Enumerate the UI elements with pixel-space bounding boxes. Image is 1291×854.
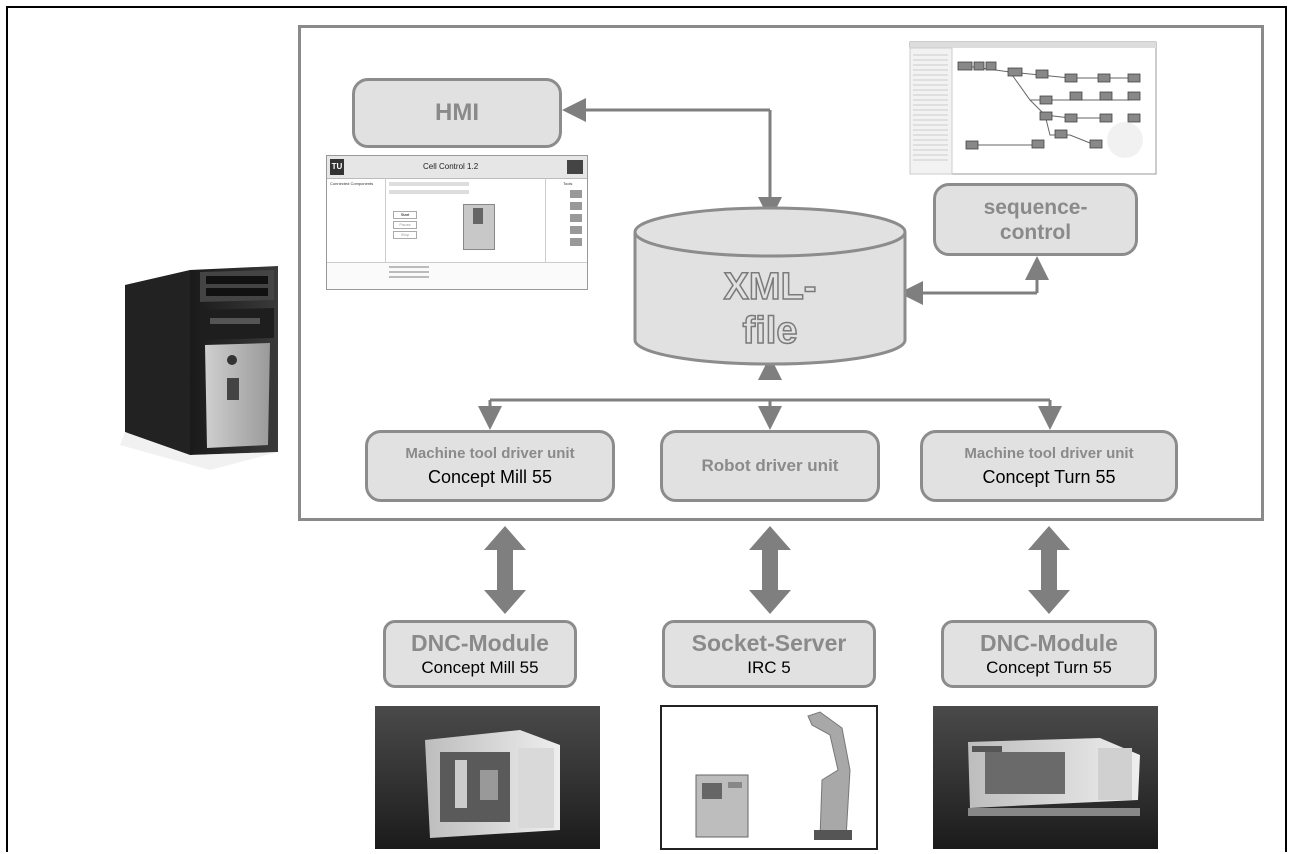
outer-frame <box>6 6 1287 852</box>
dnc-module-mill: DNC-Module Concept Mill 55 <box>383 620 577 688</box>
xml-file-line2: file <box>742 309 798 353</box>
dnc-module-turn-name: Concept Turn 55 <box>986 658 1112 677</box>
driver-unit-turn-name: Concept Turn 55 <box>982 467 1116 487</box>
driver-unit-mill-name: Concept Mill 55 <box>427 467 553 487</box>
driver-unit-robot: Robot driver unit <box>660 430 880 502</box>
hmi-screenshot: TU Cell Control 1.2 Connected Components… <box>326 155 588 290</box>
xml-file-label: XML- file <box>635 265 905 353</box>
dnc-module-turn-title: DNC-Module <box>980 630 1118 656</box>
driver-unit-turn-title: Machine tool driver unit <box>964 445 1134 462</box>
driver-unit-robot-title: Robot driver unit <box>701 456 839 475</box>
hmi-box: HMI <box>352 78 562 148</box>
hmi-screenshot-logo: TU <box>330 159 344 175</box>
hmi-screenshot-panel-right: Tools <box>563 181 573 186</box>
hmi-label: HMI <box>435 99 479 126</box>
hmi-screenshot-button-pause: Pause <box>393 221 417 229</box>
hmi-screenshot-button-start: Start <box>393 211 417 219</box>
dnc-module-turn: DNC-Module Concept Turn 55 <box>941 620 1157 688</box>
xml-file-line1: XML- <box>723 265 817 309</box>
driver-unit-turn: Machine tool driver unit Concept Turn 55 <box>920 430 1178 502</box>
socket-server-name: IRC 5 <box>747 658 791 677</box>
socket-server-title: Socket-Server <box>691 630 847 656</box>
sequence-control-box: sequence- control <box>933 183 1138 256</box>
socket-server-robot: Socket-Server IRC 5 <box>662 620 876 688</box>
dnc-module-mill-title: DNC-Module <box>411 630 549 656</box>
driver-unit-mill-title: Machine tool driver unit <box>405 445 575 462</box>
hmi-screenshot-panel-left: Connected Components <box>330 181 374 186</box>
hmi-screenshot-button-stop: Stop <box>393 231 417 239</box>
driver-unit-mill: Machine tool driver unit Concept Mill 55 <box>365 430 615 502</box>
sequence-control-line1: sequence- <box>983 195 1088 219</box>
sequence-control-line2: control <box>999 220 1072 244</box>
dnc-module-mill-name: Concept Mill 55 <box>421 658 539 677</box>
hmi-screenshot-title: Cell Control 1.2 <box>423 162 479 171</box>
